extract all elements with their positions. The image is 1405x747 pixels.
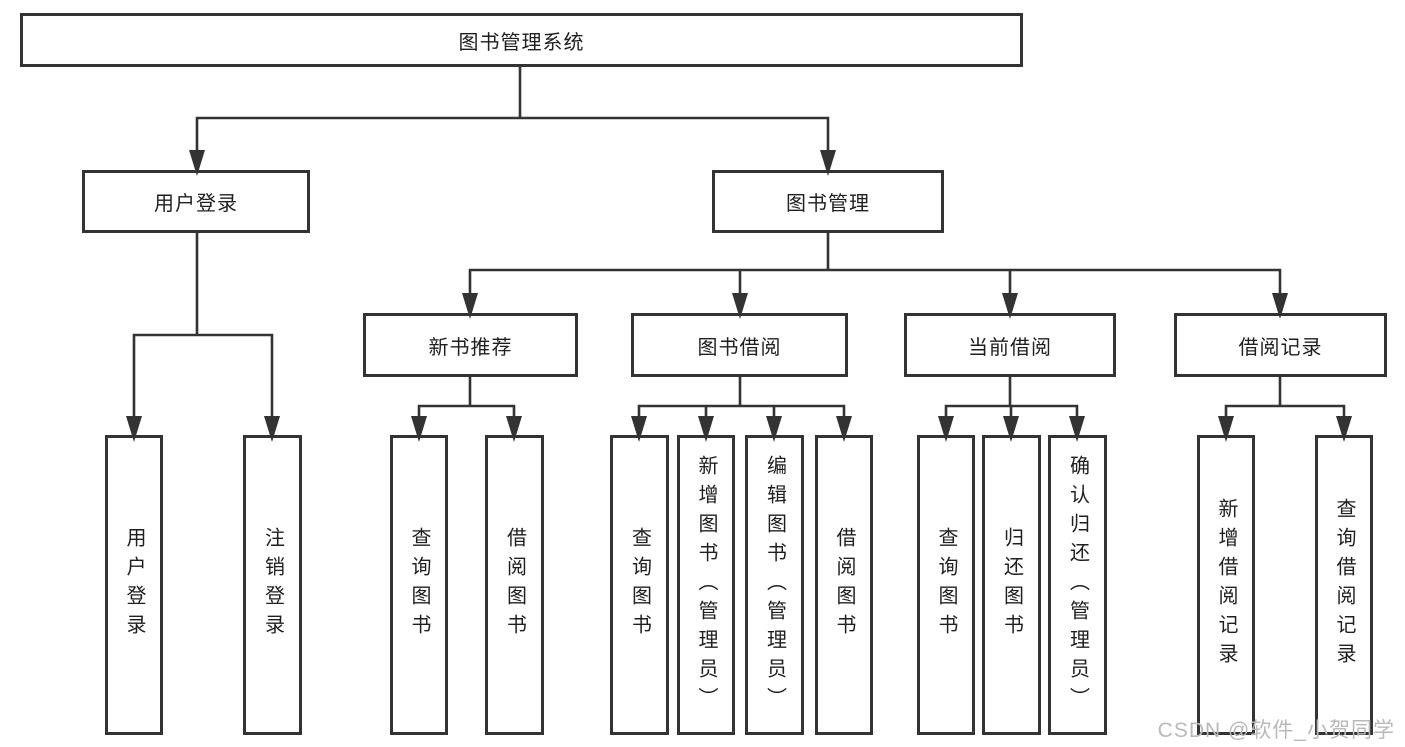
leaf-label: 确认归还（管理员） — [1066, 454, 1089, 716]
node-label: 当前借阅 — [968, 336, 1052, 359]
leaf-query-books-borrow: 查询图书 — [610, 435, 669, 735]
leaf-label: 新增图书（管理员） — [695, 454, 717, 716]
node-label: 用户登录 — [154, 193, 238, 215]
leaf-label: 编辑图书（管理员） — [763, 454, 786, 716]
leaf-label: 查询图书 — [628, 527, 651, 643]
node-label: 新书推荐 — [428, 336, 513, 359]
node-book-management: 图书管理 — [712, 170, 944, 233]
leaf-label: 查询图书 — [408, 527, 430, 643]
node-label: 图书管理 — [786, 193, 870, 215]
leaf-label: 注销登录 — [261, 527, 284, 643]
leaf-return-book: 归还图书 — [982, 435, 1041, 735]
leaf-query-books-current: 查询图书 — [917, 435, 975, 735]
leaf-logout: 注销登录 — [243, 435, 302, 735]
leaf-label: 归还图书 — [1000, 527, 1023, 643]
node-borrow-record: 借阅记录 — [1174, 313, 1387, 377]
leaf-label: 查询借阅记录 — [1333, 498, 1355, 672]
leaf-confirm-return-admin: 确认归还（管理员） — [1048, 435, 1107, 735]
leaf-borrow-books-recommend: 借阅图书 — [485, 435, 544, 735]
leaf-query-books-recommend: 查询图书 — [390, 435, 448, 735]
leaf-add-book-admin: 新增图书（管理员） — [677, 435, 735, 735]
node-label: 借阅记录 — [1238, 336, 1323, 359]
leaf-label: 借阅图书 — [833, 527, 855, 643]
leaf-label: 查询图书 — [935, 527, 957, 643]
node-library-management-system: 图书管理系统 — [20, 13, 1023, 67]
leaf-label: 新增借阅记录 — [1215, 498, 1237, 672]
leaf-label: 借阅图书 — [503, 527, 526, 643]
node-current-borrow: 当前借阅 — [904, 313, 1116, 377]
leaf-user-login: 用户登录 — [105, 435, 163, 735]
leaf-borrow-books: 借阅图书 — [815, 435, 873, 735]
leaf-query-borrow-record: 查询借阅记录 — [1315, 435, 1373, 735]
leaf-edit-book-admin: 编辑图书（管理员） — [745, 435, 804, 735]
node-label: 图书借阅 — [697, 336, 782, 359]
node-book-borrow: 图书借阅 — [631, 313, 848, 377]
leaf-label: 用户登录 — [123, 527, 145, 643]
node-label: 图书管理系统 — [458, 31, 585, 54]
leaf-add-borrow-record: 新增借阅记录 — [1197, 435, 1255, 735]
watermark-text: CSDN @软件_小贺同学 — [1157, 719, 1395, 742]
node-user-login: 用户登录 — [82, 170, 310, 233]
node-new-book-recommend: 新书推荐 — [363, 313, 578, 377]
